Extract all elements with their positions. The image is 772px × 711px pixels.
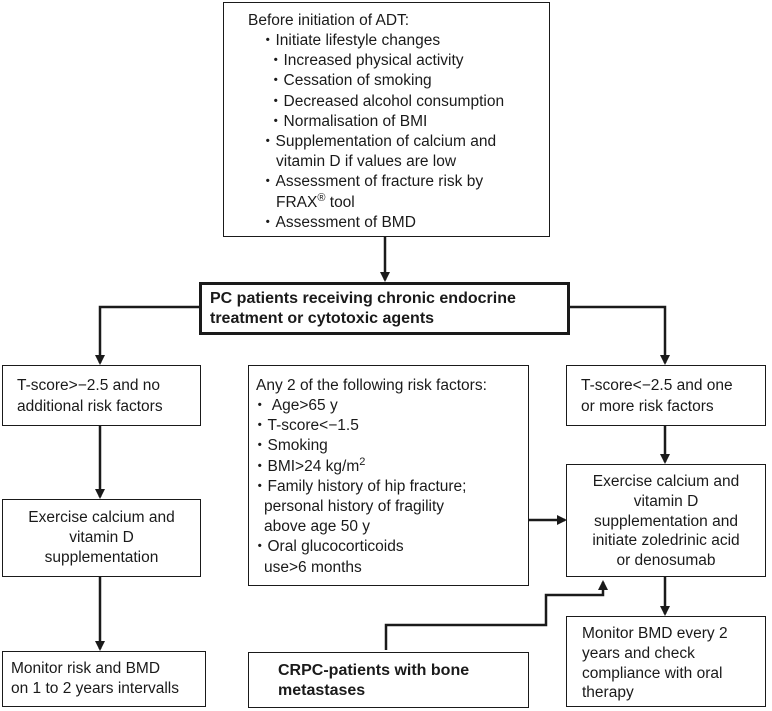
risk-factor-item-text: ・T-score<−1.5: [252, 417, 359, 435]
crpc-line2: metastases: [278, 682, 366, 699]
treatment-line5: or denosumab: [616, 552, 716, 569]
risk-factor-item: ・T-score<−1.5: [252, 416, 359, 435]
treatment-line3: supplementation and: [594, 513, 738, 530]
pre-adt-item-tail: tool: [325, 193, 355, 211]
pre-adt-item: FRAX® tool: [276, 191, 355, 212]
pc-patients-box: [199, 282, 570, 335]
pre-adt-item: vitamin D if values are low: [276, 152, 456, 171]
monitor-risk-line2: on 1 to 2 years intervalls: [11, 680, 180, 697]
arrow-main-to-right: [568, 305, 670, 365]
high-risk-box: [566, 365, 766, 426]
risk-factor-item-text: ・BMI>24 kg/m: [252, 457, 360, 475]
crpc-line1: CRPC-patients with bone: [278, 662, 470, 679]
monitor-bmd-box: [566, 616, 766, 707]
pre-adt-item: ・Supplementation of calcium and: [260, 132, 496, 151]
risk-factor-item: ・Family history of hip fracture;: [252, 477, 466, 496]
pre-adt-item-text: ・Initiate lifestyle changes: [260, 32, 441, 49]
pre-adt-item: ・Normalisation of BMI: [268, 112, 427, 131]
risk-factor-item: ・BMI>24 kg/m2: [252, 455, 366, 476]
pre-adt-item: ・Increased physical activity: [268, 51, 464, 70]
risk-factor-item: ・Smoking: [252, 436, 328, 455]
crpc-box: [248, 652, 529, 708]
risk-factor-item: above age 50 y: [264, 517, 370, 536]
arrow-crpc-to-right-mid: [384, 580, 608, 650]
risk-factor-item-superscript: 2: [359, 455, 366, 468]
treatment-line1: Exercise calcium and: [592, 473, 740, 490]
treatment-box: [566, 464, 766, 577]
low-risk-line1: T-score>−2.5 and no: [17, 377, 161, 394]
pre-adt-box: [223, 2, 550, 237]
pre-adt-item-text: ・Assessment of fracture risk by: [260, 173, 484, 191]
treatment-line4: initiate zoledrinic acid: [592, 532, 740, 549]
high-risk-line2: or more risk factors: [581, 398, 714, 415]
supplementation-box: [2, 499, 201, 577]
risk-factor-item-text: ・Oral glucocorticoids: [252, 538, 404, 556]
pre-adt-item: ・Initiate lifestyle changes: [260, 31, 440, 50]
supplementation-line3: supplementation: [44, 549, 159, 566]
supplementation-line2: vitamin D: [69, 529, 134, 546]
risk-factor-item: personal history of fragility: [264, 497, 444, 516]
risk-factors-heading: Any 2 of the following risk factors:: [256, 377, 487, 394]
low-risk-box: [2, 365, 201, 426]
pre-adt-item-text: ・Normalisation of BMI: [268, 112, 428, 130]
risk-factor-item: ・ Age>65 y: [252, 396, 338, 415]
pre-adt-heading: Before initiation of ADT:: [248, 12, 410, 29]
risk-factors-box: [248, 365, 529, 586]
monitor-bmd-line3: compliance with oral: [582, 665, 723, 682]
pc-patients-line1: PC patients receiving chronic endocrine: [210, 290, 516, 307]
low-risk-line2: additional risk factors: [17, 398, 163, 415]
risk-factor-item-text: ・Smoking: [252, 437, 328, 455]
pre-adt-item: ・Cessation of smoking: [268, 71, 432, 90]
monitor-bmd-line4: therapy: [582, 684, 634, 701]
risk-factor-item: use>6 months: [264, 558, 362, 577]
monitor-bmd-line1: Monitor BMD every 2: [582, 625, 728, 642]
pre-adt-item-text: ・Cessation of smoking: [268, 72, 432, 90]
pre-adt-item: ・Decreased alcohol consumption: [268, 92, 504, 111]
monitor-bmd-line2: years and check: [582, 645, 695, 662]
risk-factor-item-text: personal history of fragility: [264, 498, 445, 515]
risk-factor-item-text: above age 50 y: [264, 518, 371, 536]
risk-factor-item-text: ・ Age>65 y: [252, 397, 338, 414]
pc-patients-line2: treatment or cytotoxic agents: [210, 310, 435, 327]
pre-adt-item-text: ・Increased physical activity: [268, 52, 464, 70]
risk-factor-item: ・Oral glucocorticoids: [252, 537, 404, 556]
high-risk-line1: T-score<−2.5 and one: [581, 377, 733, 394]
pre-adt-item-text: ・Decreased alcohol consumption: [268, 92, 505, 110]
pre-adt-item-superscript: ®: [317, 191, 326, 204]
pre-adt-item-text: vitamin D if values are low: [276, 153, 457, 171]
arrow-main-to-left: [95, 305, 200, 365]
treatment-line2: vitamin D: [633, 493, 699, 510]
risk-factor-item-text: ・Family history of hip fracture;: [252, 477, 467, 495]
supplementation-line1: Exercise calcium and: [28, 509, 175, 526]
monitor-risk-box: [2, 651, 206, 707]
risk-factor-item-text: use>6 months: [264, 558, 362, 576]
pre-adt-item-text: ・Assessment of BMD: [260, 213, 416, 231]
pre-adt-item: ・Assessment of fracture risk by: [260, 172, 483, 191]
pre-adt-item: ・Assessment of BMD: [260, 213, 416, 232]
pre-adt-item-text: FRAX: [276, 193, 318, 211]
pre-adt-item-text: ・Supplementation of calcium and: [260, 133, 497, 150]
monitor-risk-line1: Monitor risk and BMD: [11, 660, 161, 677]
